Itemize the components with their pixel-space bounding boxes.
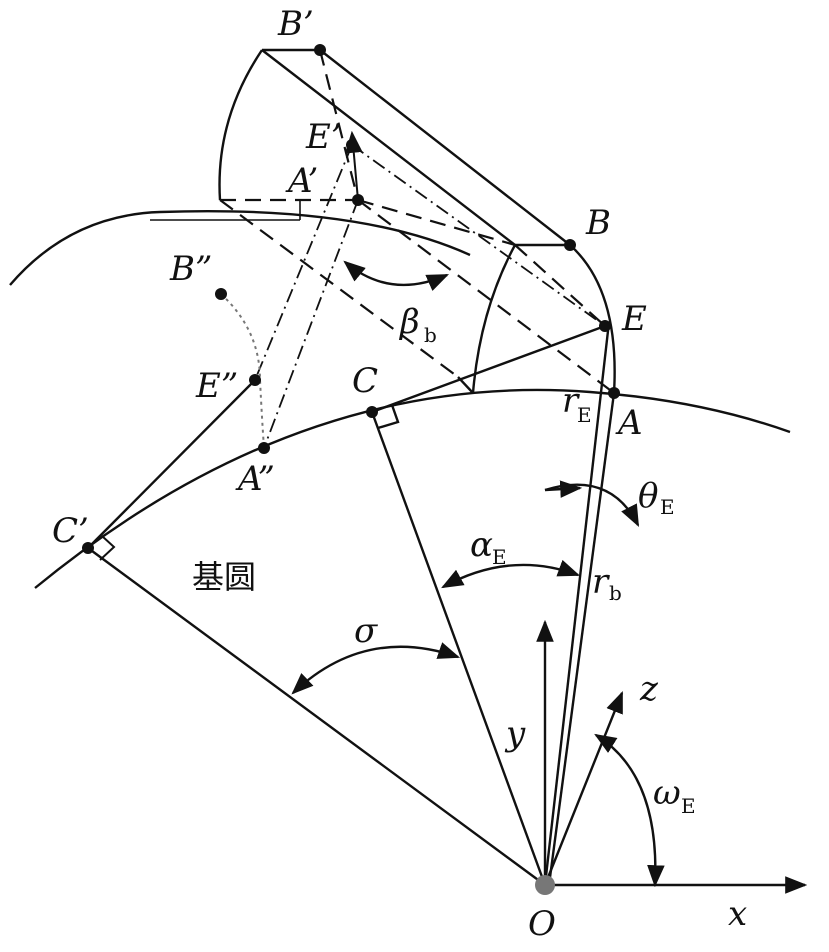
label-alpha: α [470, 525, 493, 565]
label-beta-sub: b [424, 323, 437, 347]
arc-alpha [441, 559, 581, 589]
point-Bdprime [215, 288, 227, 300]
dash-Aprime-A [357, 199, 615, 394]
line-O-Cprime [87, 547, 546, 886]
profile-front-right [569, 244, 616, 394]
dash-Aprime-B [357, 198, 516, 247]
label-O: O [528, 904, 556, 944]
line-O-A-1 [543, 321, 611, 886]
label-Adprime: A” [235, 459, 275, 499]
label-rE-sub: E [577, 403, 592, 427]
label-x-axis: x [728, 894, 747, 934]
dash-Bprime-Aprime [318, 49, 360, 201]
arc-theta [544, 483, 640, 527]
point-Adprime [258, 442, 270, 454]
line-O-C [370, 411, 547, 886]
point-A [608, 387, 620, 399]
right-angle-Cprime [99, 535, 116, 561]
dashdot-Eprime-Edprime [254, 144, 353, 381]
arrow-theta-left [544, 480, 583, 498]
label-y-axis: y [504, 714, 526, 754]
label-omega: ω [653, 773, 681, 813]
line-Cprime-Edprime [87, 379, 256, 549]
label-theta: θ [638, 476, 658, 516]
label-Edprime: E” [195, 366, 238, 406]
label-alpha-sub: E [492, 545, 507, 569]
line-Bprime-B [319, 49, 571, 246]
point-C [366, 406, 378, 418]
base-circle-lower [34, 388, 791, 589]
profile-front-left [471, 244, 517, 394]
right-angle-C [377, 404, 400, 430]
label-B: B [585, 203, 611, 243]
point-E [599, 320, 611, 332]
point-B [564, 239, 576, 251]
profile-back-left [218, 49, 263, 201]
label-z-axis: z [639, 669, 659, 709]
label-E: E [621, 299, 647, 339]
label-omega-sub: E [681, 794, 696, 818]
line-tick-base [457, 376, 474, 394]
point-O [535, 875, 555, 895]
label-C: C [352, 361, 378, 401]
label-theta-sub: E [660, 495, 675, 519]
label-rb: r [592, 562, 610, 602]
arc-omega [594, 733, 665, 888]
dash-left-down [219, 199, 459, 378]
label-sigma: σ [354, 611, 378, 651]
point-Edprime [249, 374, 261, 386]
line-O-A-2 [547, 392, 616, 886]
point-Eprime [346, 139, 358, 151]
dashdot-Aprime-Adprime [263, 199, 359, 449]
label-beta: β [398, 302, 420, 342]
label-Bprime: B’ [277, 4, 314, 44]
dash-B-E [514, 244, 606, 327]
line-C-E [371, 324, 606, 414]
label-base-circle: 基圆 [192, 558, 256, 596]
upper-circle-arc [9, 209, 471, 286]
label-Bdprime: B” [169, 249, 212, 289]
label-Eprime: E’ [305, 117, 342, 157]
label-A: A [615, 403, 643, 443]
label-rE: r [562, 381, 580, 421]
z-axis [543, 690, 624, 886]
label-rb-sub: b [609, 581, 622, 605]
label-Aprime: A’ [285, 161, 318, 201]
line-top-edge-back [261, 49, 516, 246]
label-Cprime: C’ [52, 511, 89, 551]
point-Aprime [352, 194, 364, 206]
point-Bprime [314, 44, 326, 56]
arc-sigma [291, 642, 461, 695]
point-Cprime [82, 542, 94, 554]
arc-beta [343, 260, 450, 292]
